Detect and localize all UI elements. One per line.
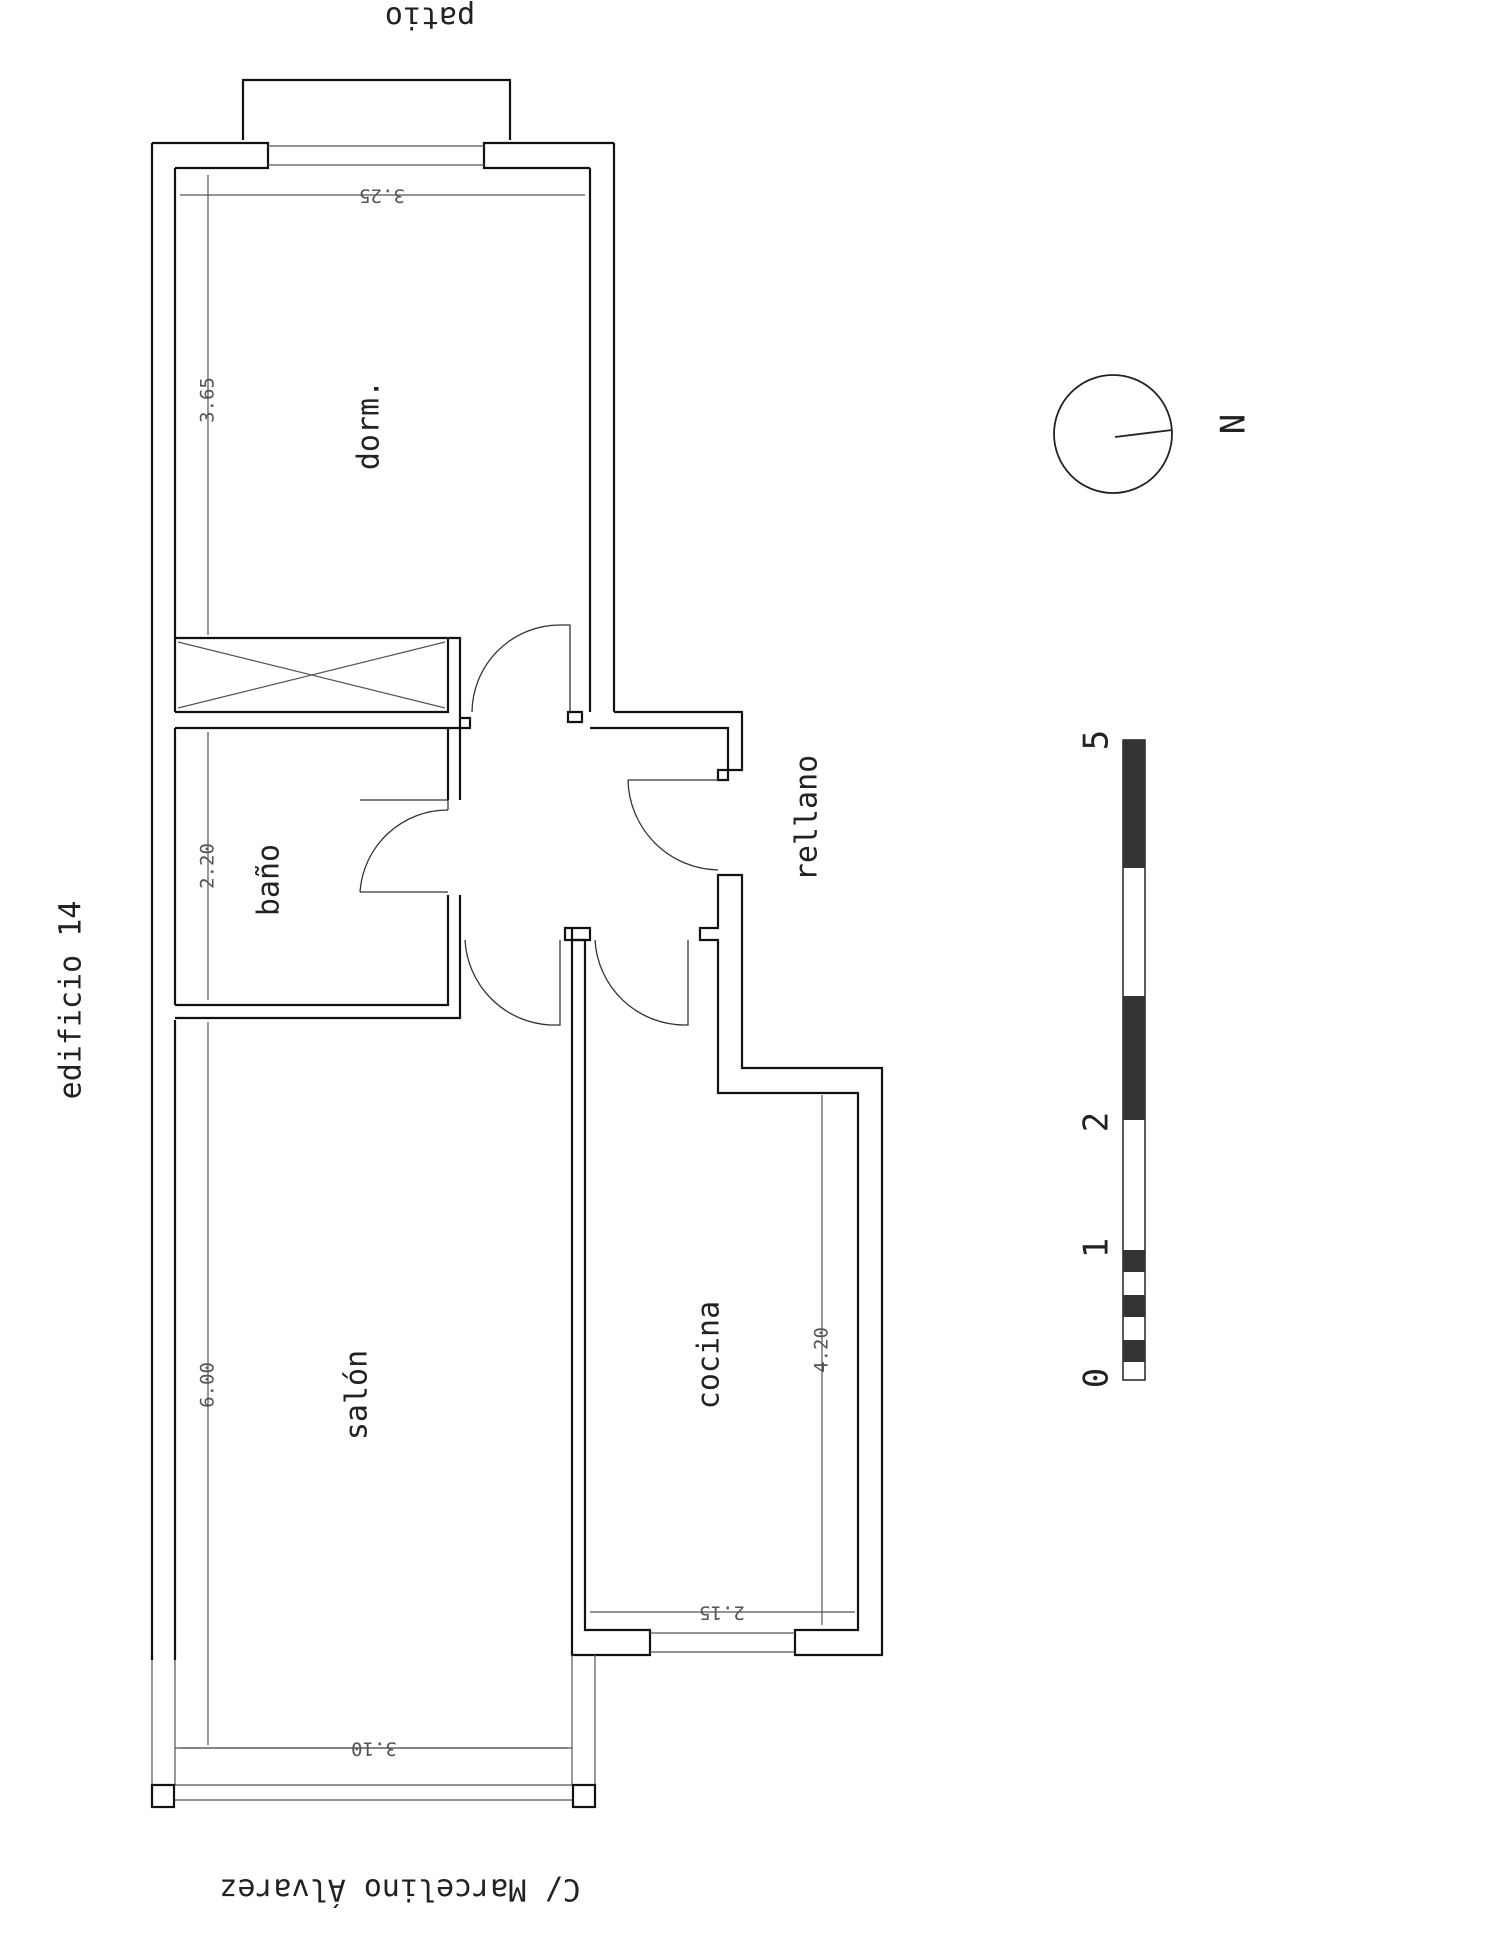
scale-seg-5 bbox=[1123, 1340, 1145, 1362]
bathroom-length-dim: 2.20 bbox=[197, 843, 219, 889]
north-label: N bbox=[1214, 414, 1254, 434]
bedroom-label: dorm. bbox=[352, 380, 387, 470]
living-label: salón bbox=[340, 1350, 375, 1440]
bedroom-width-dim: 3.25 bbox=[359, 185, 405, 207]
doors bbox=[359, 624, 719, 1026]
scale-bar: 5 2 1 0 bbox=[1077, 730, 1146, 1388]
north-arrow: N bbox=[1053, 374, 1254, 494]
bathroom-label: baño bbox=[252, 844, 287, 916]
landing-label: rellano bbox=[790, 755, 825, 881]
patio-label: patio bbox=[385, 0, 475, 35]
walls bbox=[150, 78, 884, 1809]
scale-seg-2 bbox=[1123, 996, 1145, 1120]
scale-label-0: 0 bbox=[1077, 1368, 1117, 1388]
street-label: C/ Marcelino Álvarez bbox=[219, 1872, 580, 1908]
living-width-dim: 3.10 bbox=[351, 1738, 397, 1760]
kitchen-length-dim: 4.20 bbox=[811, 1327, 833, 1373]
north-arrow-circle bbox=[1053, 374, 1173, 494]
north-arrow-needle bbox=[1114, 429, 1173, 438]
labels: patio C/ Marcelino Álvarez edificio 14 r… bbox=[54, 0, 833, 1908]
dimension-lines bbox=[180, 175, 855, 1749]
scale-seg-3 bbox=[1123, 1250, 1145, 1272]
bedroom-length-dim: 3.65 bbox=[197, 377, 219, 423]
scale-seg-4 bbox=[1123, 1295, 1145, 1317]
building-label: edificio 14 bbox=[54, 901, 89, 1100]
kitchen-width-dim: 2.15 bbox=[699, 1602, 745, 1624]
scale-seg-1 bbox=[1123, 740, 1145, 868]
scale-label-2: 2 bbox=[1077, 1112, 1117, 1132]
kitchen-label: cocina bbox=[692, 1301, 727, 1409]
scale-label-1: 1 bbox=[1077, 1238, 1117, 1258]
scale-label-5: 5 bbox=[1077, 730, 1117, 750]
living-length-dim: 6.00 bbox=[197, 1362, 219, 1408]
